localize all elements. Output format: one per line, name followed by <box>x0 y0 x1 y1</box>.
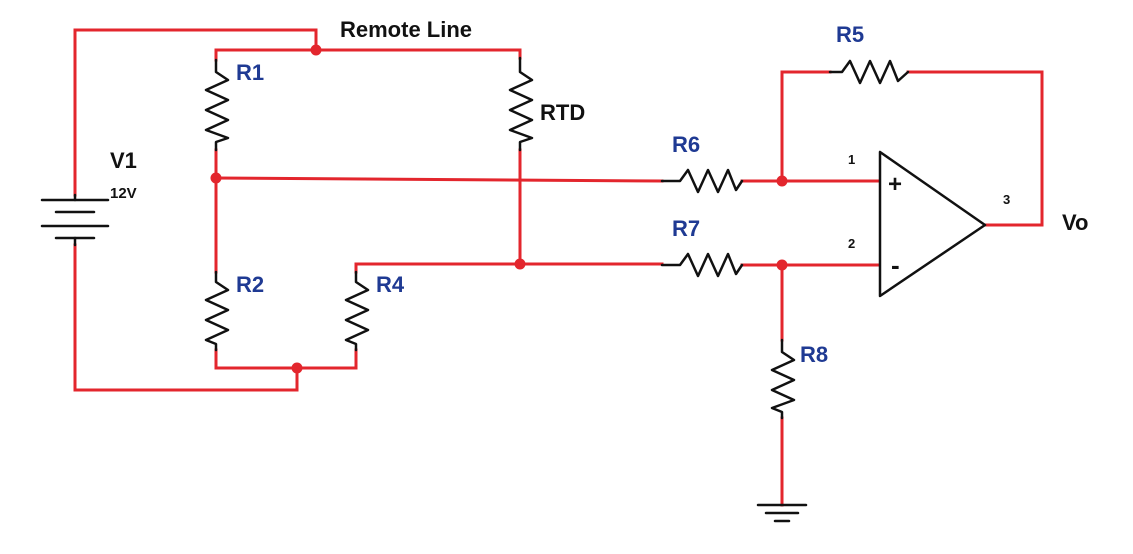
junction-dot <box>291 362 303 374</box>
resistor-r2-icon <box>204 270 230 352</box>
label-rtd: RTD <box>540 100 585 125</box>
opamp-plus-sign: + <box>888 171 902 198</box>
wire-battery-top <box>73 28 318 197</box>
label-v1-value: 12V <box>110 185 137 202</box>
junction-dot <box>514 258 526 270</box>
resistor-r1-icon <box>204 58 230 152</box>
resistor-r6-icon <box>660 168 744 194</box>
junction-dot <box>776 175 788 187</box>
label-v1: V1 <box>110 148 137 173</box>
label-r1: R1 <box>236 60 264 85</box>
label-r4: R4 <box>376 272 405 297</box>
resistor-r7-icon <box>660 252 744 278</box>
opamp-minus-sign: - <box>891 250 900 280</box>
diagram-title: Remote Line <box>340 17 472 42</box>
ground-icon <box>756 503 808 523</box>
label-pin-1: 1 <box>848 152 855 167</box>
label-r7: R7 <box>672 216 700 241</box>
resistor-r5-icon <box>828 59 910 85</box>
junction-dot <box>776 259 788 271</box>
resistor-r4-icon <box>344 270 370 352</box>
components <box>40 56 987 523</box>
resistor-r8-icon <box>770 338 796 420</box>
wire-r4-to-r7 <box>354 262 664 274</box>
label-pin-3: 3 <box>1003 192 1010 207</box>
label-r8: R8 <box>800 342 828 367</box>
label-pin-2: 2 <box>848 236 855 251</box>
junction-dot <box>210 172 222 184</box>
resistor-rtd-icon <box>508 56 534 152</box>
op-amp-icon <box>878 150 987 298</box>
label-output-vo: Vo <box>1062 210 1088 235</box>
battery-icon <box>40 193 110 247</box>
wire-feedback <box>780 70 1044 227</box>
junction-dot <box>310 44 322 56</box>
label-r2: R2 <box>236 272 264 297</box>
label-r6: R6 <box>672 132 700 157</box>
label-r5: R5 <box>836 22 864 47</box>
junctions <box>210 44 788 374</box>
wire-node-a-to-r6 <box>214 176 664 183</box>
wire-remote-line <box>214 48 522 62</box>
wire-bottom-return <box>73 243 358 392</box>
